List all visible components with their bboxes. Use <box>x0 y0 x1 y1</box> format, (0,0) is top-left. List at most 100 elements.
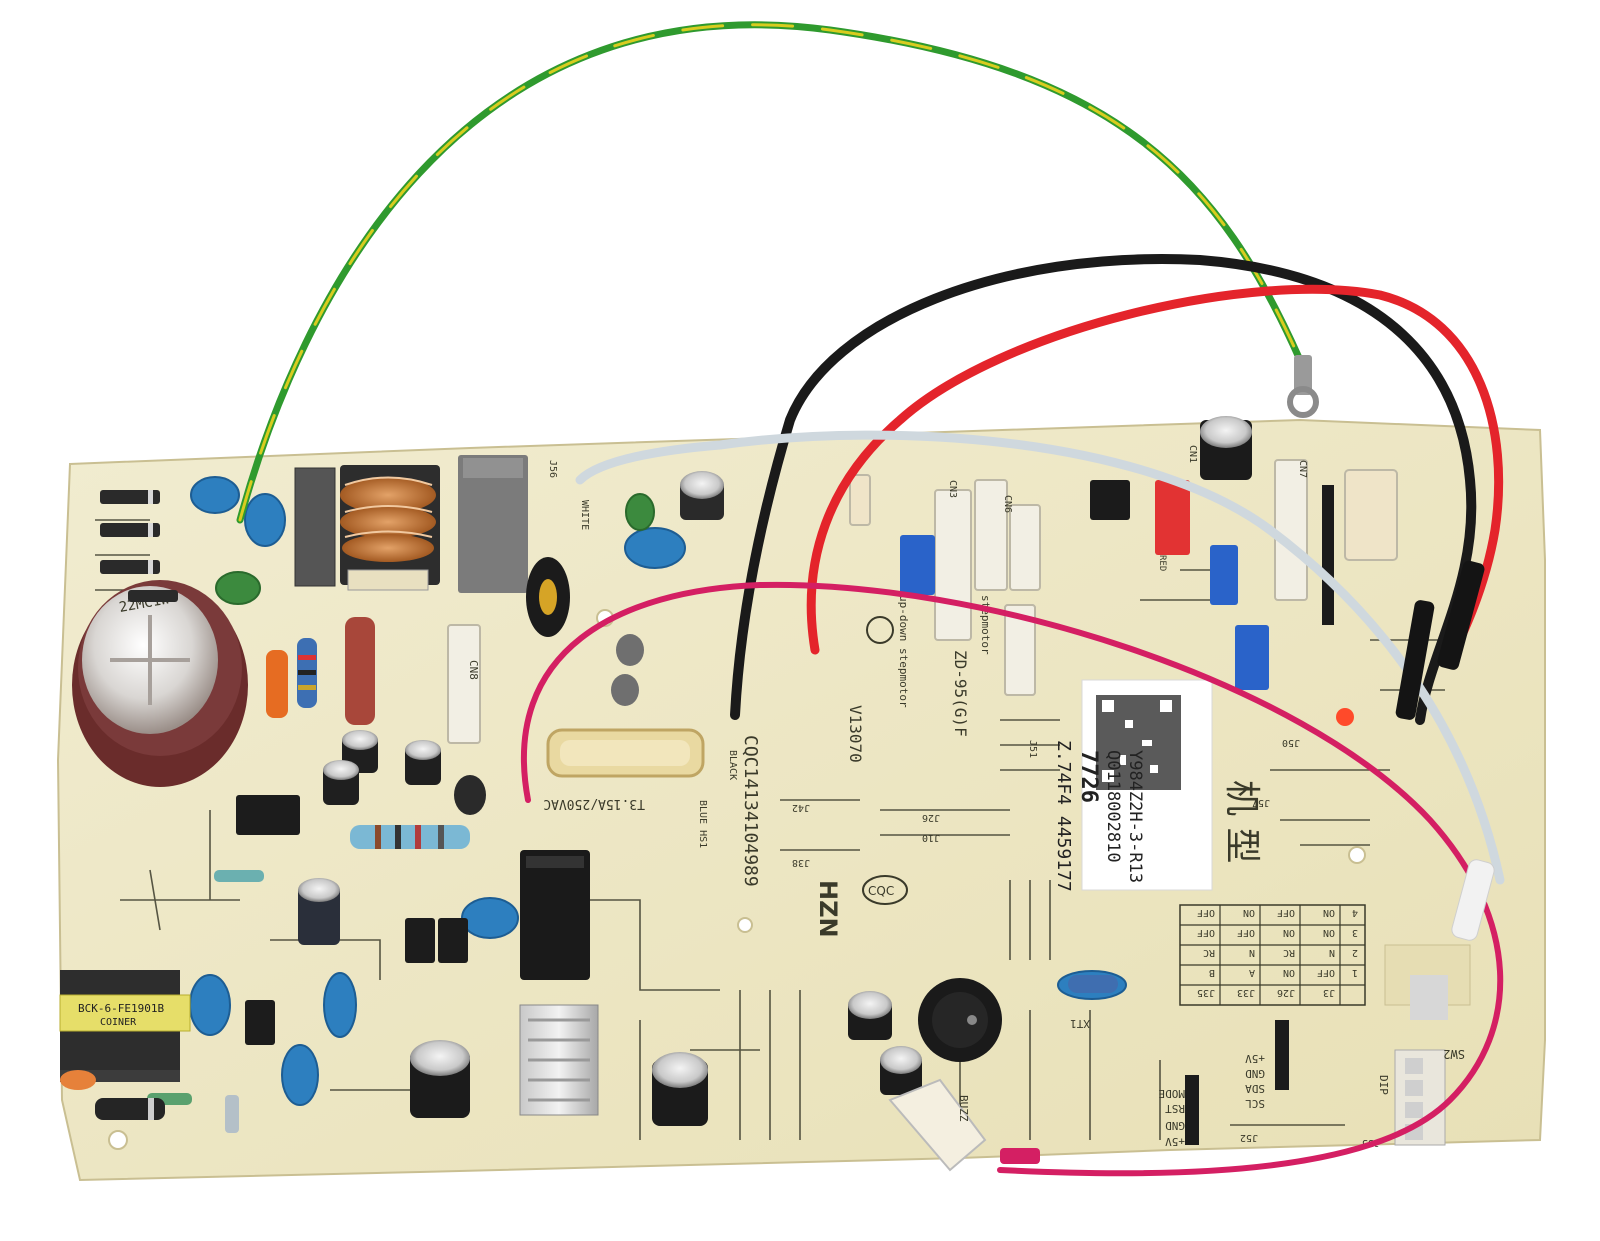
part-number-line2: Q0118002810 <box>1103 750 1123 863</box>
cert-code: CQC14134104989 <box>740 735 761 887</box>
regulator-heatsink <box>519 1004 599 1116</box>
svg-text:RC: RC <box>1283 947 1295 958</box>
svg-text:ON: ON <box>1283 927 1295 938</box>
white-wire <box>575 430 1505 885</box>
svg-text:CQC: CQC <box>868 884 894 898</box>
version-text: V13070 <box>846 705 865 763</box>
jumper-label-j39: J50 <box>1282 737 1300 748</box>
svg-text:OFF: OFF <box>1197 927 1215 938</box>
svg-text:OFF: OFF <box>1197 907 1215 918</box>
green-capacitors <box>215 493 655 605</box>
ground-wire <box>236 21 1304 524</box>
buzzer <box>918 978 1002 1062</box>
pin-label-5v: +5V <box>1245 1052 1265 1065</box>
pin-headers <box>1185 485 1448 1145</box>
svg-text:B: B <box>1209 967 1215 978</box>
part-number-line1: Y984Z2H-3-R13 <box>1125 750 1145 883</box>
svg-text:N: N <box>1249 947 1255 958</box>
wire-label-red: RED <box>1157 555 1167 571</box>
model-mark-group: 机 型 <box>1221 780 1262 863</box>
wire-sleeves <box>1000 560 1495 1164</box>
svg-text:ON: ON <box>1243 907 1255 918</box>
svg-text:J33: J33 <box>1237 987 1255 998</box>
pin-label-rst: RST <box>1165 1102 1185 1115</box>
pin-label-gnd: GND <box>1245 1067 1265 1080</box>
bottom-diode <box>95 1098 165 1120</box>
led-indicator <box>1336 708 1354 726</box>
jumper-label-j40: J51 <box>1027 740 1038 758</box>
dip-label: DIP <box>1377 1075 1390 1095</box>
dip-table: J3 J26 J33 J35 1 OFF ON A B 2 N RC N RC … <box>1179 904 1366 1006</box>
part-number-line3: 7726 <box>1076 750 1101 803</box>
svg-text:ON: ON <box>1323 907 1335 918</box>
pin-label-gnd2: GND <box>1165 1119 1185 1132</box>
svg-text:OFF: OFF <box>1277 907 1295 918</box>
pin-label-scl: SCL <box>1245 1097 1265 1110</box>
wire-label-blue: BLUE HS1 <box>697 800 708 848</box>
stepmotor-text: stepmotor <box>979 595 992 655</box>
svg-text:A: A <box>1249 967 1255 978</box>
transformer: BCK-6-FE1901B COINER <box>59 970 191 1082</box>
svg-text:OFF: OFF <box>1237 927 1255 938</box>
pin-label-mode: MODE <box>1159 1087 1186 1100</box>
barcode-sticker <box>1081 679 1213 891</box>
main-electrolytic-capacitor: 22MC1W <box>72 580 248 787</box>
resistors <box>147 617 470 1133</box>
jumper-label-j47: J56 <box>547 460 558 478</box>
ferrite-toroid <box>526 557 570 637</box>
svg-text:1: 1 <box>1352 967 1358 978</box>
jumper-label-j36: J42 <box>792 802 810 813</box>
magenta-wire <box>520 581 1504 1177</box>
red-wire <box>806 284 1504 665</box>
connector-label-cn7: CN7 <box>1297 460 1308 478</box>
crystal <box>1068 975 1118 993</box>
transformer-label: BCK-6-FE1901B <box>78 1002 164 1015</box>
rectifier-diodes <box>100 490 178 602</box>
svg-text:2: 2 <box>1352 947 1358 958</box>
silk-labels: +5V GND SDA SCL MODE RST GND +5V SW2 DIP… <box>467 445 1465 1148</box>
ring-terminal <box>1287 355 1319 418</box>
black-wire <box>730 254 1477 725</box>
common-mode-choke <box>294 465 440 591</box>
colored-connectors <box>900 480 1269 690</box>
relay <box>520 850 590 980</box>
svg-text:3: 3 <box>1352 927 1358 938</box>
white-connectors <box>447 459 1398 744</box>
connector-label-cn3: CN3 <box>947 480 958 498</box>
pin-label-5v2: +5V <box>1165 1135 1185 1148</box>
buzzer-label: BUZZ <box>957 1095 970 1122</box>
svg-text:J35: J35 <box>1197 987 1215 998</box>
jumper-label-j23: J26 <box>922 812 940 823</box>
connector-label-cn1: CN1 <box>1187 445 1198 463</box>
jumper-label-j10: J10 <box>922 832 940 843</box>
svg-text:N: N <box>1329 947 1335 958</box>
fuse: T3.15A/250VAC <box>543 728 705 811</box>
white-plug <box>888 1078 987 1172</box>
switch-label: SW2 <box>1443 1047 1465 1061</box>
svg-text:ON: ON <box>1323 927 1335 938</box>
stepper-text: ZD-95(G)F <box>951 650 970 737</box>
transistors <box>454 634 644 815</box>
brand-mark: HZN <box>814 880 842 938</box>
jumper-label-j42: J52 <box>1240 1132 1258 1143</box>
svg-text:J3: J3 <box>1323 987 1335 998</box>
ic-chips <box>236 795 468 1045</box>
small-electrolytic-capacitors <box>298 416 1252 1126</box>
jumper-label-j33: J38 <box>792 857 810 868</box>
ce-mark-icon <box>866 616 894 644</box>
cqc-logo: CQC <box>862 875 908 905</box>
svg-text:ON: ON <box>1283 967 1295 978</box>
connector-label-cn8: CN8 <box>467 660 480 680</box>
sticker-text-group: Y984Z2H-3-R13 Q0118002810 7726 Z.74F4 44… <box>1053 740 1145 892</box>
svg-text:OFF: OFF <box>1317 967 1335 978</box>
model-mark: 机 型 <box>1221 780 1262 863</box>
transformer-maker: COINER <box>100 1017 137 1028</box>
connector-label-cn6: CN6 <box>1002 495 1013 513</box>
wire-label-white: WHITE <box>579 500 590 530</box>
orange-capacitor <box>60 1070 96 1090</box>
up-down-text: up-down stepmotor <box>897 595 910 708</box>
svg-text:4: 4 <box>1352 907 1358 918</box>
part-number-line4: Z.74F4 4459177 <box>1053 740 1074 892</box>
